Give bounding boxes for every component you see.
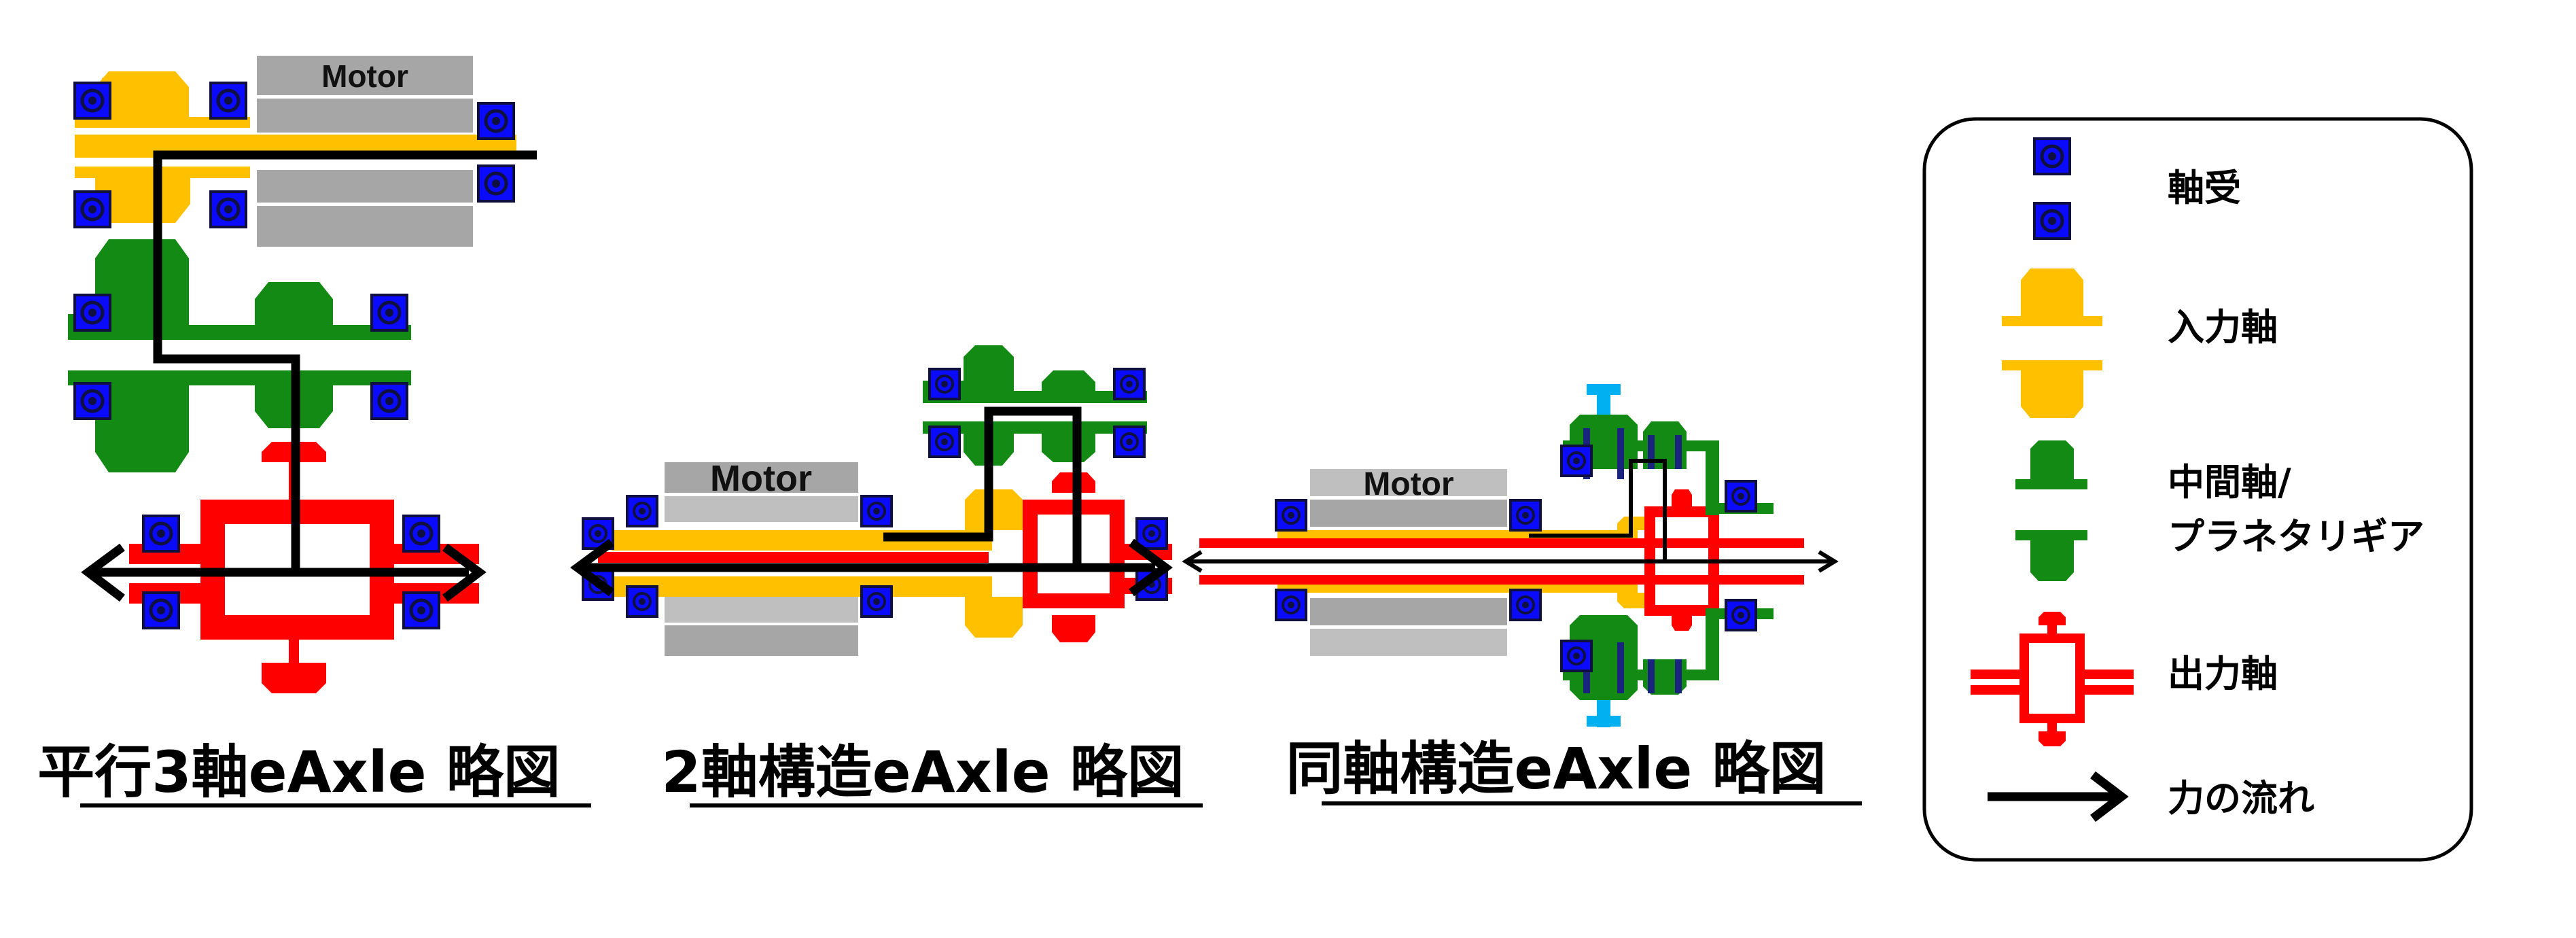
legend-label-intermediate-line1: 中間軸/ [2168,461,2291,504]
planetary-gear [1563,384,1774,727]
legend-label-output: 出力軸 [2168,653,2278,695]
power-flow-path [1182,459,1839,573]
motor-label: Motor [1363,466,1453,502]
diagram-caption: 平行3軸eAxle 略図 [37,739,561,805]
diagram-caption: 同軸構造eAxle 略図 [1286,735,1826,802]
legend-label-bearing: 軸受 [2168,167,2241,209]
output-shaft [1199,489,1804,631]
legend-label-intermediate-line2: プラネタリギア [2168,515,2424,558]
legend-label-flow: 力の流れ [2168,777,2314,820]
power-flow-arrow-icon [1988,771,2129,822]
legend-box: 軸受 入力軸 中間軸/ プラネタリギア 出力軸 [1922,117,2473,862]
power-flow-path [81,150,537,602]
motor-block: Motor [1310,466,1507,656]
input-shaft [612,489,1023,638]
two-shaft-diagram: Motor [570,345,1203,807]
output-shaft [129,442,479,693]
motor-block: Motor [665,458,858,656]
parallel-3-shaft-diagram: Motor [37,56,591,807]
motor-block: Motor [257,56,473,247]
output-shaft [598,472,1172,642]
legend-label-input: 入力軸 [2168,306,2278,349]
intermediate-shaft-icon [2015,440,2087,581]
motor-label: Motor [321,58,408,94]
power-flow-path [570,406,1173,597]
input-shaft-icon [2002,268,2102,418]
coaxial-diagram: Motor [1182,384,1862,805]
output-shaft-icon [1971,612,2134,746]
intermediate-shaft [923,345,1147,466]
motor-label: Motor [710,458,812,499]
diagram-caption: 2軸構造eAxle 略図 [661,739,1184,805]
